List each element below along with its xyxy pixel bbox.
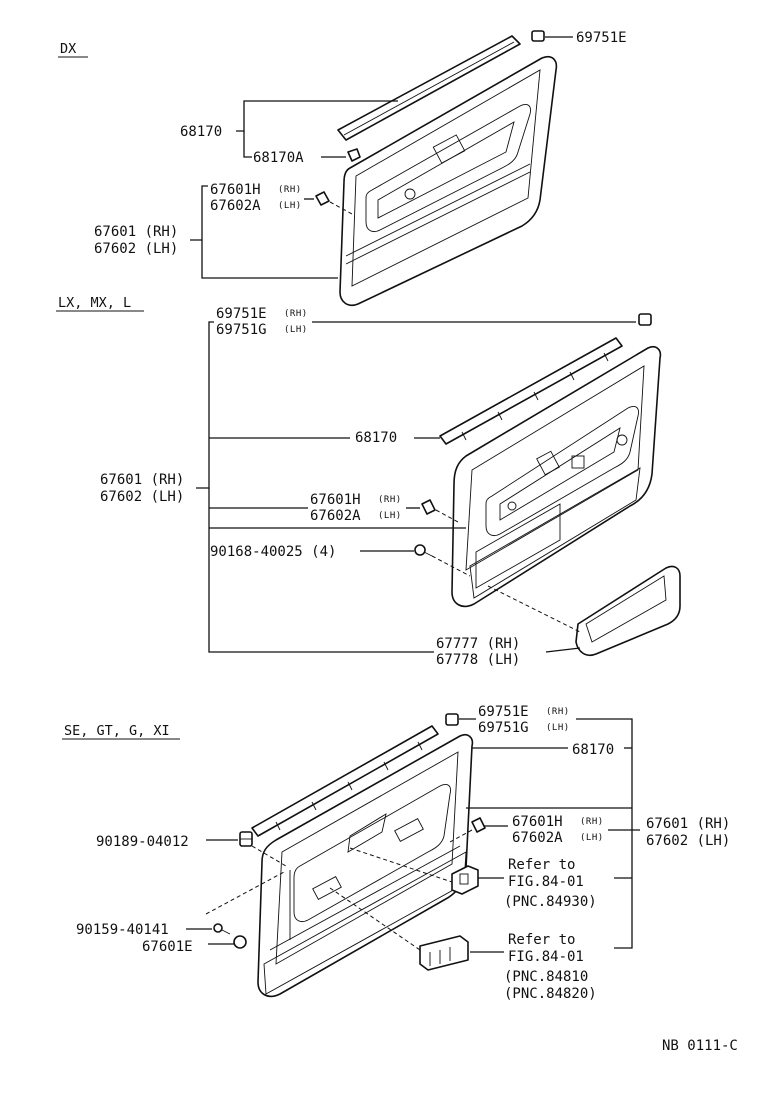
label-refer-1: Refer to (508, 857, 575, 873)
label-69751e-lx-side: (RH) (284, 309, 308, 319)
label-69751g-lx-side: (LH) (284, 325, 308, 335)
label-69751g-se-side: (LH) (546, 723, 570, 733)
clip-68170a-icon (347, 148, 361, 162)
label-69751e-se: 69751E (478, 704, 529, 720)
label-67602-lx: 67602 (LH) (100, 489, 184, 505)
label-69751g-se: 69751G (478, 720, 529, 736)
label-68170-se: 68170 (572, 742, 614, 758)
screw-90168-icon (414, 544, 433, 557)
label-90168: 90168-40025 (4) (210, 544, 336, 560)
door-trim-panel-lx-icon (451, 345, 662, 608)
section-lx: LX, MX, L 69751E (RH) 69751G (LH) 68170 (56, 295, 681, 668)
clip-67601h-lx-icon (421, 499, 436, 515)
screw-90159-icon (213, 923, 231, 935)
label-68170-lx: 68170 (355, 430, 397, 446)
section-label-lx: LX, MX, L (58, 295, 131, 311)
label-pnc-1: (PNC.84930) (504, 894, 597, 910)
clip-69751e-icon (531, 30, 545, 42)
cap-67601e-icon (233, 935, 247, 949)
label-67601: 67601 (RH) (94, 224, 178, 240)
switch-84930-icon (451, 865, 479, 895)
section-label-se: SE, GT, G, XI (64, 723, 170, 739)
switch-84810-icon (419, 935, 469, 971)
label-90189: 90189-04012 (96, 834, 189, 850)
label-pnc-3: (PNC.84820) (504, 986, 597, 1002)
label-90159: 90159-40141 (76, 922, 169, 938)
clip-67601h-se-icon (471, 817, 486, 833)
label-67602-se: 67602 (LH) (646, 833, 730, 849)
section-label-dx: DX (60, 41, 76, 57)
label-67777: 67777 (RH) (436, 636, 520, 652)
clip-69751e-se-icon (445, 713, 459, 726)
label-68170a: 68170A (253, 150, 304, 166)
door-trim-panel-dx-icon (339, 55, 558, 307)
drawing-number: NB 0111-C (662, 1038, 738, 1054)
armrest-pocket-67777-icon (575, 565, 681, 657)
label-fig-2: FIG.84-01 (508, 949, 584, 965)
label-67601h-se-side: (RH) (580, 817, 604, 827)
weatherstrip-68170-icon (337, 35, 521, 141)
label-pnc-2: (PNC.84810 (504, 969, 588, 985)
label-69751e-lx: 69751E (216, 306, 267, 322)
label-67778: 67778 (LH) (436, 652, 520, 668)
label-67602a-se-side: (LH) (580, 833, 604, 843)
label-67602a-lx: 67602A (310, 508, 361, 524)
label-67601h: 67601H (210, 182, 261, 198)
label-fig-1: FIG.84-01 (508, 874, 584, 890)
label-67601-lx: 67601 (RH) (100, 472, 184, 488)
label-67602a: 67602A (210, 198, 261, 214)
section-se: SE, GT, G, XI 69751E (RH) 69751G (LH) 68… (62, 704, 730, 1002)
label-67601h-side: (RH) (278, 185, 302, 195)
clip-67601h-icon (315, 191, 330, 206)
label-68170: 68170 (180, 124, 222, 140)
section-dx: DX 69751E 68170 68170A (58, 30, 627, 307)
label-67602a-lx-side: (LH) (378, 511, 402, 521)
label-67601-se: 67601 (RH) (646, 816, 730, 832)
weatherstrip-68170-lx-icon (439, 337, 623, 445)
clip-69751e-lx-icon (638, 313, 652, 326)
nut-90189-icon (239, 831, 253, 847)
label-69751e-se-side: (RH) (546, 707, 570, 717)
label-67601h-lx-side: (RH) (378, 495, 402, 505)
label-67602a-side: (LH) (278, 201, 302, 211)
label-67601e: 67601E (142, 939, 193, 955)
label-refer-2: Refer to (508, 932, 575, 948)
label-67602a-se: 67602A (512, 830, 563, 846)
label-69751e: 69751E (576, 30, 627, 46)
label-67601h-lx: 67601H (310, 492, 361, 508)
weatherstrip-68170-se-icon (251, 725, 439, 837)
label-69751g-lx: 69751G (216, 322, 267, 338)
label-67601h-se: 67601H (512, 814, 563, 830)
label-67602: 67602 (LH) (94, 241, 178, 257)
